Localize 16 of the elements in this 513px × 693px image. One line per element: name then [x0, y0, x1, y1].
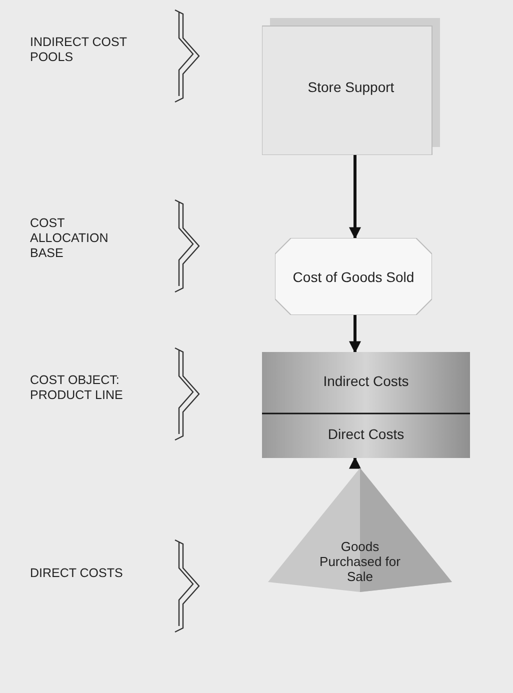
- source-triangle: [268, 468, 452, 592]
- base-octagon: [275, 238, 432, 315]
- node-text: Store Support: [308, 78, 394, 94]
- node-text: Indirect Costs: [323, 372, 409, 388]
- section-label: DIRECT COSTS: [30, 566, 124, 581]
- arrow: [349, 155, 361, 240]
- cost-object-box: [262, 352, 470, 458]
- node-text: Cost of Goods Sold: [292, 268, 414, 284]
- arrow: [349, 456, 361, 469]
- pool-box: [262, 18, 440, 155]
- arrow: [349, 315, 361, 354]
- section-label: COST OBJECT: PRODUCT LINE: [30, 373, 124, 403]
- node-text: Goods Purchased for Sale: [318, 539, 402, 584]
- section-label: COST ALLOCATION BASE: [30, 216, 110, 261]
- section-label: INDIRECT COST POOLS: [30, 35, 128, 65]
- node-text: Direct Costs: [328, 426, 404, 442]
